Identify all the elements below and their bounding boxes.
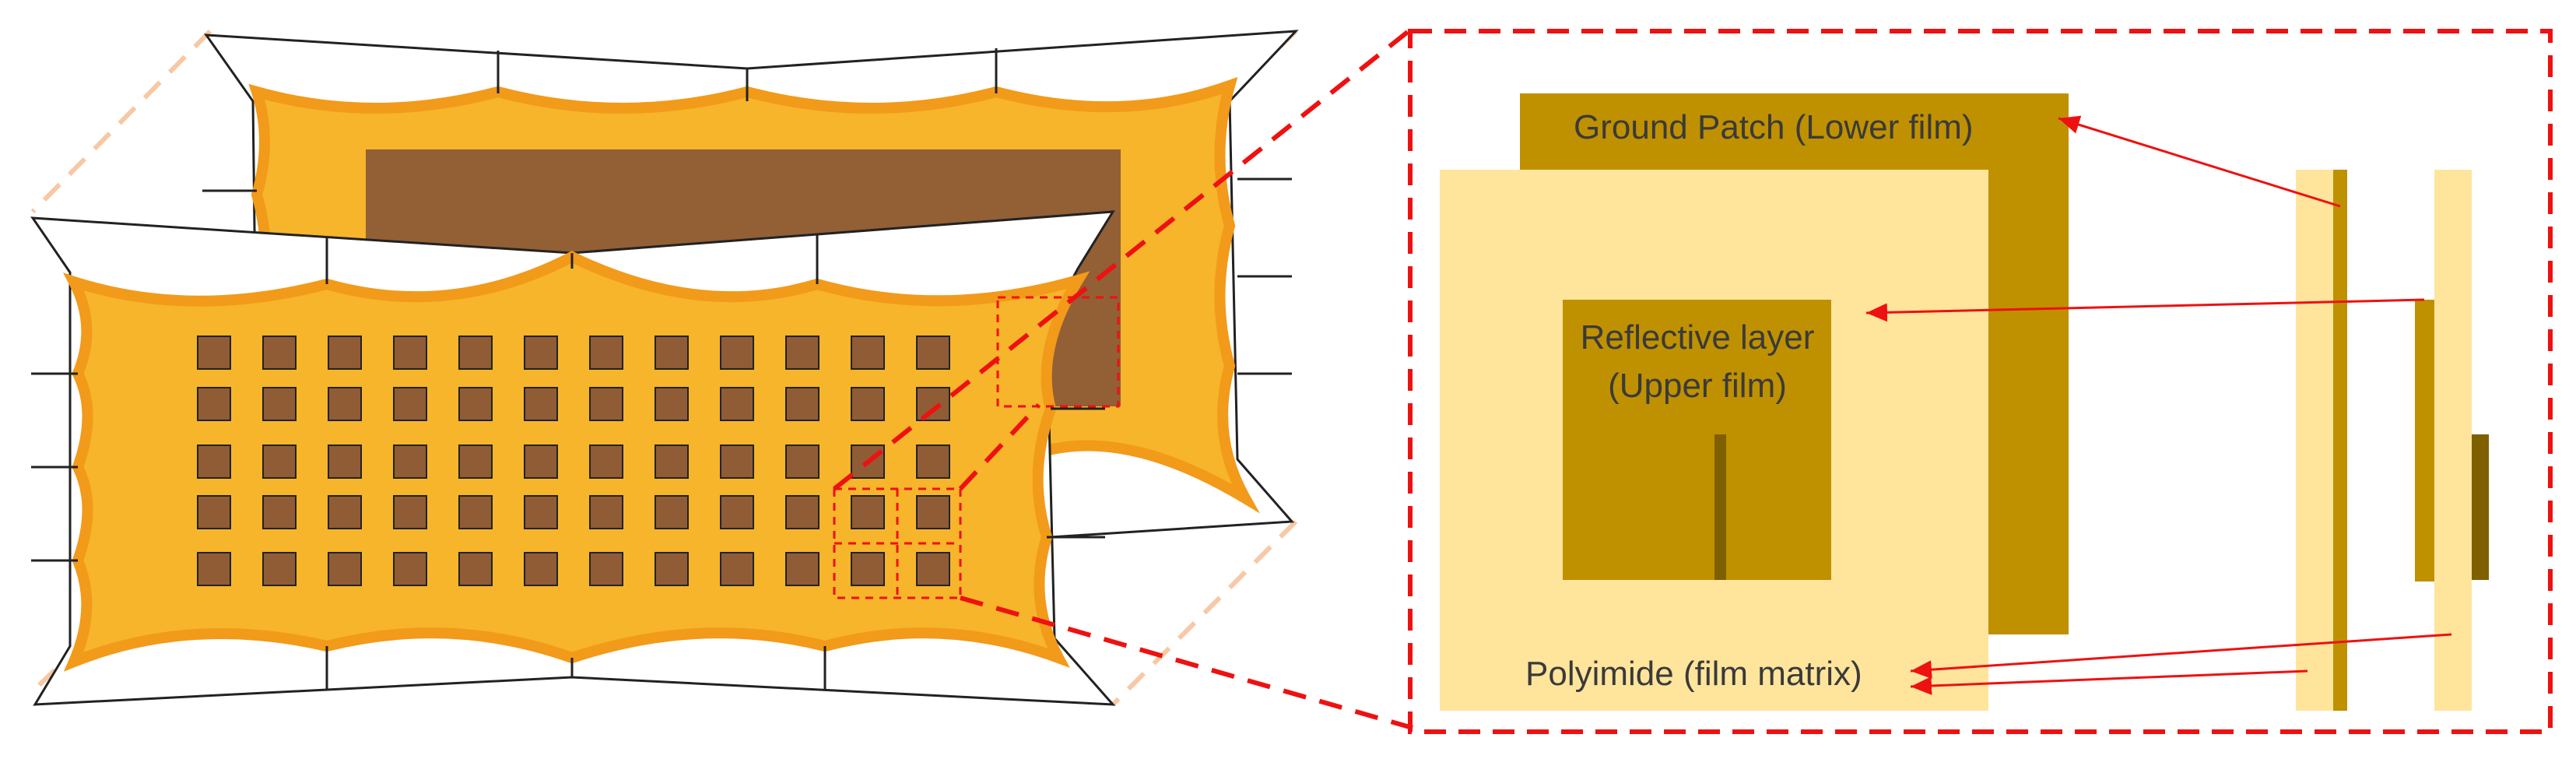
unit-cell-patch [524, 336, 558, 370]
unit-cell-patch [262, 495, 297, 529]
unit-cell-patch [328, 495, 362, 529]
front-anchor-lines [31, 234, 1105, 689]
unit-cell-patch [197, 444, 231, 479]
unit-cell-patch [589, 444, 623, 479]
unit-cell-patch [328, 444, 362, 479]
arrow-polyimide-upper [1910, 633, 2452, 680]
unit-cell-patch [785, 387, 819, 421]
unit-cell-patch [655, 444, 689, 479]
membrane-array-view [30, 29, 1299, 707]
back-anchor-lines [202, 48, 1292, 375]
unit-cell-patch [458, 552, 493, 586]
unit-cell-patch [720, 387, 754, 421]
unit-cell-patch [655, 387, 689, 421]
unit-cell-detail-panel: Ground Patch (Lower film) Reflective lay… [1408, 29, 2553, 734]
polyimide-label: Polyimide (film matrix) [1525, 655, 1862, 693]
unit-cell-patch [655, 552, 689, 586]
zoom-lines [833, 29, 1413, 730]
unit-cell-patch [524, 552, 558, 586]
unit-cell-patch [524, 444, 558, 479]
array-callouts [833, 296, 1120, 599]
unit-cell-patch [916, 444, 950, 479]
unit-cell-patch [458, 387, 493, 421]
callout-box-corner [996, 296, 1120, 408]
unit-cell-patch [458, 444, 493, 479]
unit-cell-patch [720, 552, 754, 586]
unit-cell-patch [916, 387, 950, 421]
arrow-polyimide-lower [1910, 669, 2308, 695]
unit-cell-patch [720, 336, 754, 370]
unit-cell-patch [262, 387, 297, 421]
side-reflective-layer [2415, 300, 2434, 582]
feed-slot [1714, 434, 1726, 580]
unit-cell-patch [524, 387, 558, 421]
unit-cell-patch [393, 552, 427, 586]
front-membrane-film [63, 251, 1090, 672]
unit-cell-patch [785, 444, 819, 479]
side-polyimide-lower [2296, 170, 2333, 711]
side-ground-layer [2333, 170, 2347, 711]
unit-cell-patch [589, 387, 623, 421]
unit-cell-patch [720, 444, 754, 479]
unit-cell-patch [328, 552, 362, 586]
unit-cell-patch [458, 336, 493, 370]
unit-cell-patch [851, 495, 885, 529]
unit-cell-patch [851, 387, 885, 421]
unit-cell-patch [916, 552, 950, 586]
unit-cell-patch [197, 495, 231, 529]
unit-cell-patch [197, 552, 231, 586]
unit-cell-patch [197, 336, 231, 370]
unit-cell-patch [785, 495, 819, 529]
unit-cell-patch [720, 495, 754, 529]
unit-cell-patch [393, 387, 427, 421]
unit-cell-patch [851, 336, 885, 370]
unit-cell-patch [655, 495, 689, 529]
unit-cell-side-view [2296, 170, 2489, 711]
unit-cell-patch [393, 495, 427, 529]
reflective-layer-label: Reflective layer [1581, 318, 1815, 357]
unit-cell-patch [785, 552, 819, 586]
unit-cell-patch [916, 336, 950, 370]
unit-cell-patch [458, 495, 493, 529]
arrow-reflective-layer [1865, 298, 2425, 322]
unit-cell-top-view: Ground Patch (Lower film) Reflective lay… [1440, 93, 2069, 711]
detail-panel-border [1408, 29, 2553, 734]
unit-cell-patch [524, 495, 558, 529]
unit-cell-patch [655, 336, 689, 370]
reflectarray-cell-grid [197, 336, 950, 586]
unit-cell-patch [328, 387, 362, 421]
unit-cell-patch [262, 336, 297, 370]
unit-cell-patch [589, 336, 623, 370]
side-polyimide-upper [2434, 170, 2472, 711]
unit-cell-patch [262, 552, 297, 586]
unit-cell-patch [785, 336, 819, 370]
unit-cell-patch [393, 444, 427, 479]
upper-film-label: (Upper film) [1608, 367, 1787, 405]
reflective-patch [1563, 300, 1831, 580]
side-feed [2472, 434, 2489, 580]
unit-cell-patch [851, 552, 885, 586]
unit-cell-patch [916, 495, 950, 529]
leader-arrows [1865, 115, 2452, 695]
unit-cell-patch [197, 387, 231, 421]
unit-cell-patch [393, 336, 427, 370]
arrow-ground-patch [2058, 115, 2341, 208]
front-membrane [30, 210, 1116, 706]
unit-cell-patch [262, 444, 297, 479]
ground-patch-label: Ground Patch (Lower film) [1574, 108, 1974, 146]
unit-cell-patch [589, 552, 623, 586]
unit-cell-patch [328, 336, 362, 370]
unit-cell-patch [589, 495, 623, 529]
